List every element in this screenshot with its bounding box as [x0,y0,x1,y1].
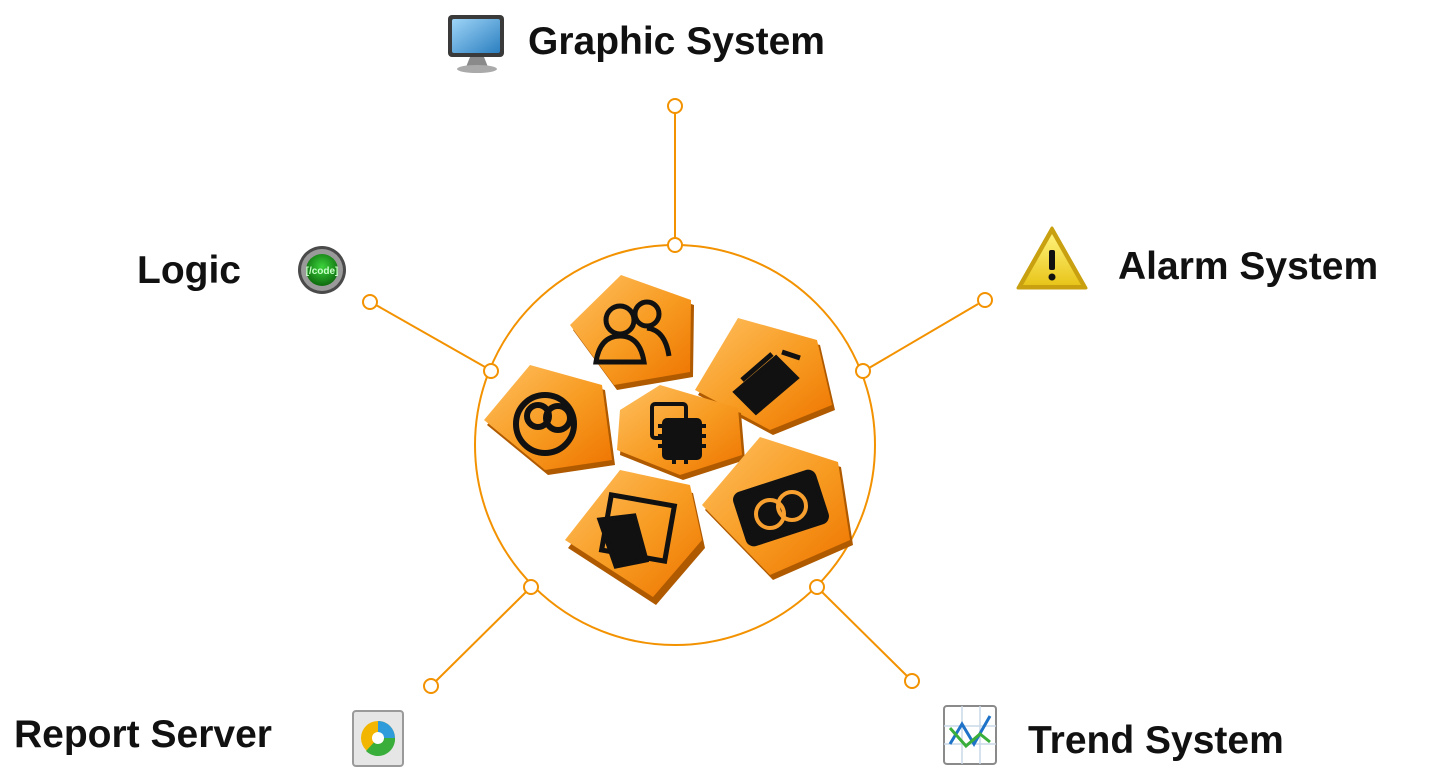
code-button-icon: [/code] [298,246,346,294]
code-button-text: [/code] [306,266,339,277]
warning-icon [1016,226,1088,290]
node-label-logic: Logic [137,249,241,292]
coins-icon [513,392,577,456]
node-label-trend-system: Trend System [1028,719,1284,762]
hub-tiles [484,275,853,605]
hub-tile-card [702,437,853,580]
trend-chart-icon [943,705,997,765]
users-icon [593,299,672,365]
connector-alarm-system [855,292,993,379]
hub-tile-users [570,275,694,390]
connector-trend-system [809,579,920,689]
card-icon [733,469,829,547]
node-label-graphic-system: Graphic System [528,20,825,63]
hub-tile-window [565,470,705,605]
connector-graphic-system [667,98,683,253]
node-label-report-server: Report Server [14,713,272,756]
hub-tile-chip [617,385,745,480]
connector-report-server [423,579,539,694]
node-label-alarm-system: Alarm System [1118,245,1379,288]
eraser-icon [732,349,801,416]
hub-tile-coins [484,365,615,475]
report-chart-icon [352,710,404,767]
connector-logic [362,294,499,379]
monitor-icon [448,15,504,73]
chip-icon [650,402,706,464]
window-icon [596,491,678,569]
